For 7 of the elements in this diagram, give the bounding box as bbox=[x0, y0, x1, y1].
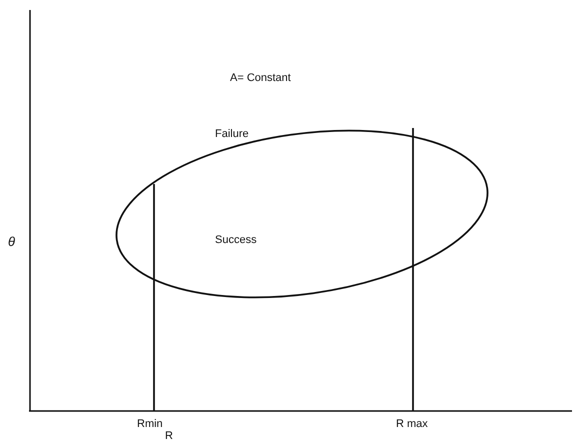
axis-label: θ bbox=[8, 234, 16, 249]
tick-label: R max bbox=[396, 418, 428, 430]
annotation: A= Constant bbox=[230, 72, 291, 84]
region-label: Success bbox=[215, 234, 257, 246]
axis-label: R bbox=[165, 430, 173, 440]
region-label: Failure bbox=[215, 128, 249, 140]
tick-label: Rmin bbox=[137, 418, 163, 430]
